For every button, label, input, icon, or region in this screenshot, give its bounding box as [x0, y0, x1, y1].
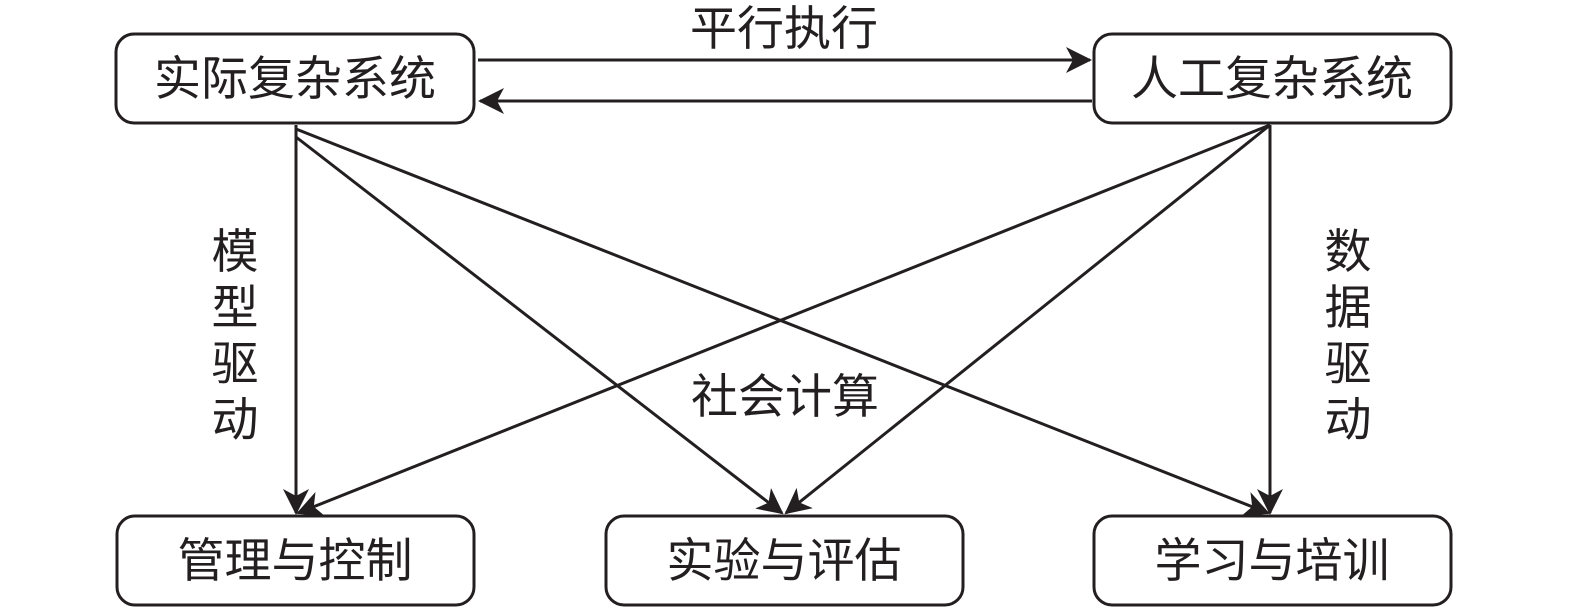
- label-model-driven-char: 模: [212, 225, 259, 280]
- label-data-driven-char: 数: [1325, 225, 1372, 280]
- label-data-driven-char: 动: [1325, 393, 1372, 448]
- node-management-control-label: 管理与控制: [178, 534, 413, 589]
- node-real-system-box: [114, 32, 476, 125]
- node-experiment-evaluation-box: [604, 514, 965, 607]
- edges: [283, 47, 1283, 517]
- edge-labels: 平行执行 模 型 驱 动 数 据 驱 动 社会计算: [212, 2, 1372, 448]
- node-learning-training-box: [1092, 514, 1453, 607]
- node-management-control-box: [115, 514, 476, 607]
- label-model-driven-char: 型: [212, 281, 259, 336]
- node-artificial-system: 人工复杂系统: [1092, 32, 1453, 125]
- label-model-driven-char: 动: [212, 393, 259, 448]
- node-artificial-system-box: [1092, 32, 1453, 125]
- label-data-driven: 数 据 驱 动: [1325, 225, 1372, 448]
- node-artificial-system-label: 人工复杂系统: [1131, 52, 1413, 107]
- label-data-driven-char: 驱: [1325, 337, 1372, 392]
- label-data-driven-char: 据: [1325, 281, 1372, 336]
- node-learning-training-label: 学习与培训: [1155, 534, 1390, 589]
- edge-artificial-to-management: [296, 123, 1271, 517]
- node-experiment-evaluation: 实验与评估: [604, 514, 965, 607]
- label-model-driven: 模 型 驱 动: [212, 225, 259, 448]
- edge-real-to-experiment: [295, 135, 784, 515]
- label-model-driven-char: 驱: [212, 337, 259, 392]
- label-parallel-execution: 平行执行: [690, 2, 878, 57]
- edge-artificial-to-experiment: [784, 123, 1271, 515]
- node-real-system: 实际复杂系统: [114, 32, 476, 125]
- node-real-system-label: 实际复杂系统: [154, 52, 436, 107]
- label-social-computing: 社会计算: [691, 370, 879, 425]
- node-experiment-evaluation-label: 实验与评估: [667, 534, 902, 589]
- node-management-control: 管理与控制: [115, 514, 476, 607]
- node-learning-training: 学习与培训: [1092, 514, 1453, 607]
